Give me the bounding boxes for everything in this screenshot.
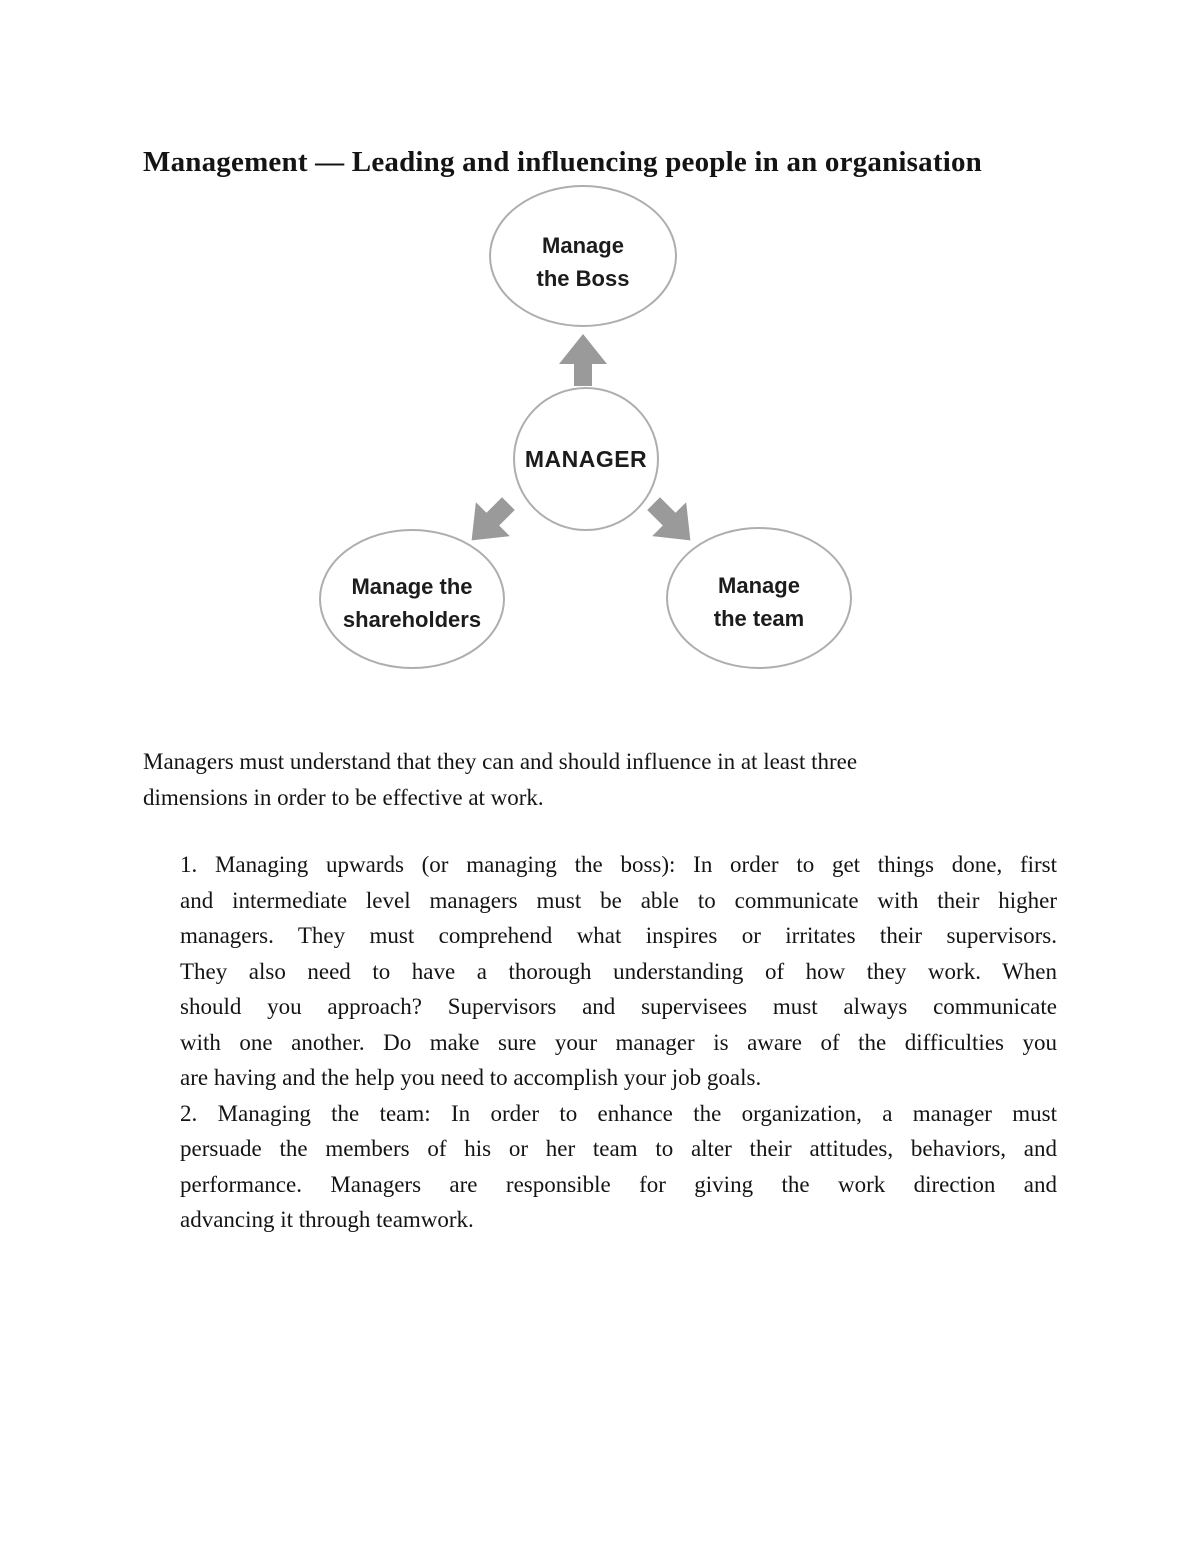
manage-boss-circle — [489, 185, 677, 327]
text-line: performance. Managers are responsible fo… — [180, 1171, 1057, 1197]
text-line: 2. Managing the team: In order to enhanc… — [180, 1100, 1057, 1126]
manage-shareholders-label-line2: shareholders — [343, 607, 481, 632]
text-line: persuade the members of his or her team … — [180, 1136, 1057, 1161]
manager-label: MANAGER — [525, 446, 647, 472]
text-line: They also need to have a thorough unders… — [180, 958, 1057, 984]
manager-circle — [513, 387, 659, 531]
text-line: advancing it through teamwork. — [180, 1207, 474, 1232]
manage-shareholders-circle — [319, 529, 505, 669]
text-line: should you approach? Supervisors and sup… — [180, 994, 1057, 1019]
text-line: Managers must understand that they can a… — [143, 749, 858, 774]
list-item-1: 1. Managing upwards (or managing the bos… — [180, 847, 1057, 1096]
manage-team-label-line2: the team — [714, 606, 804, 631]
list-item-2: 2. Managing the team: In order to enhanc… — [180, 1096, 1057, 1238]
text-line: managers. They must comprehend what insp… — [180, 923, 1057, 948]
manage-boss-label-line1: Manage — [542, 233, 624, 258]
text-line: and intermediate level managers must be … — [180, 887, 1057, 913]
intro-paragraph: Managers must understand that they can a… — [143, 744, 1058, 815]
manage-boss-label-line2: the Boss — [537, 266, 630, 291]
page-title: Management — Leading and influencing peo… — [143, 146, 983, 178]
text-line: 1. Managing upwards (or managing the bos… — [180, 852, 1057, 877]
text-line: are having and the help you need to acco… — [180, 1065, 762, 1090]
manage-shareholders-label-line1: Manage the — [351, 574, 472, 599]
management-diagram: Manage the Boss MANAGER Manage the share… — [319, 185, 852, 669]
body-text: Managers must understand that they can a… — [143, 744, 1058, 1238]
text-line: dimensions in order to be effective at w… — [143, 784, 544, 810]
text-line: with one another. Do make sure your mana… — [180, 1029, 1057, 1055]
arrow-up-icon — [559, 334, 607, 386]
manage-team-label-line1: Manage — [718, 573, 800, 598]
manage-team-circle — [666, 527, 852, 669]
